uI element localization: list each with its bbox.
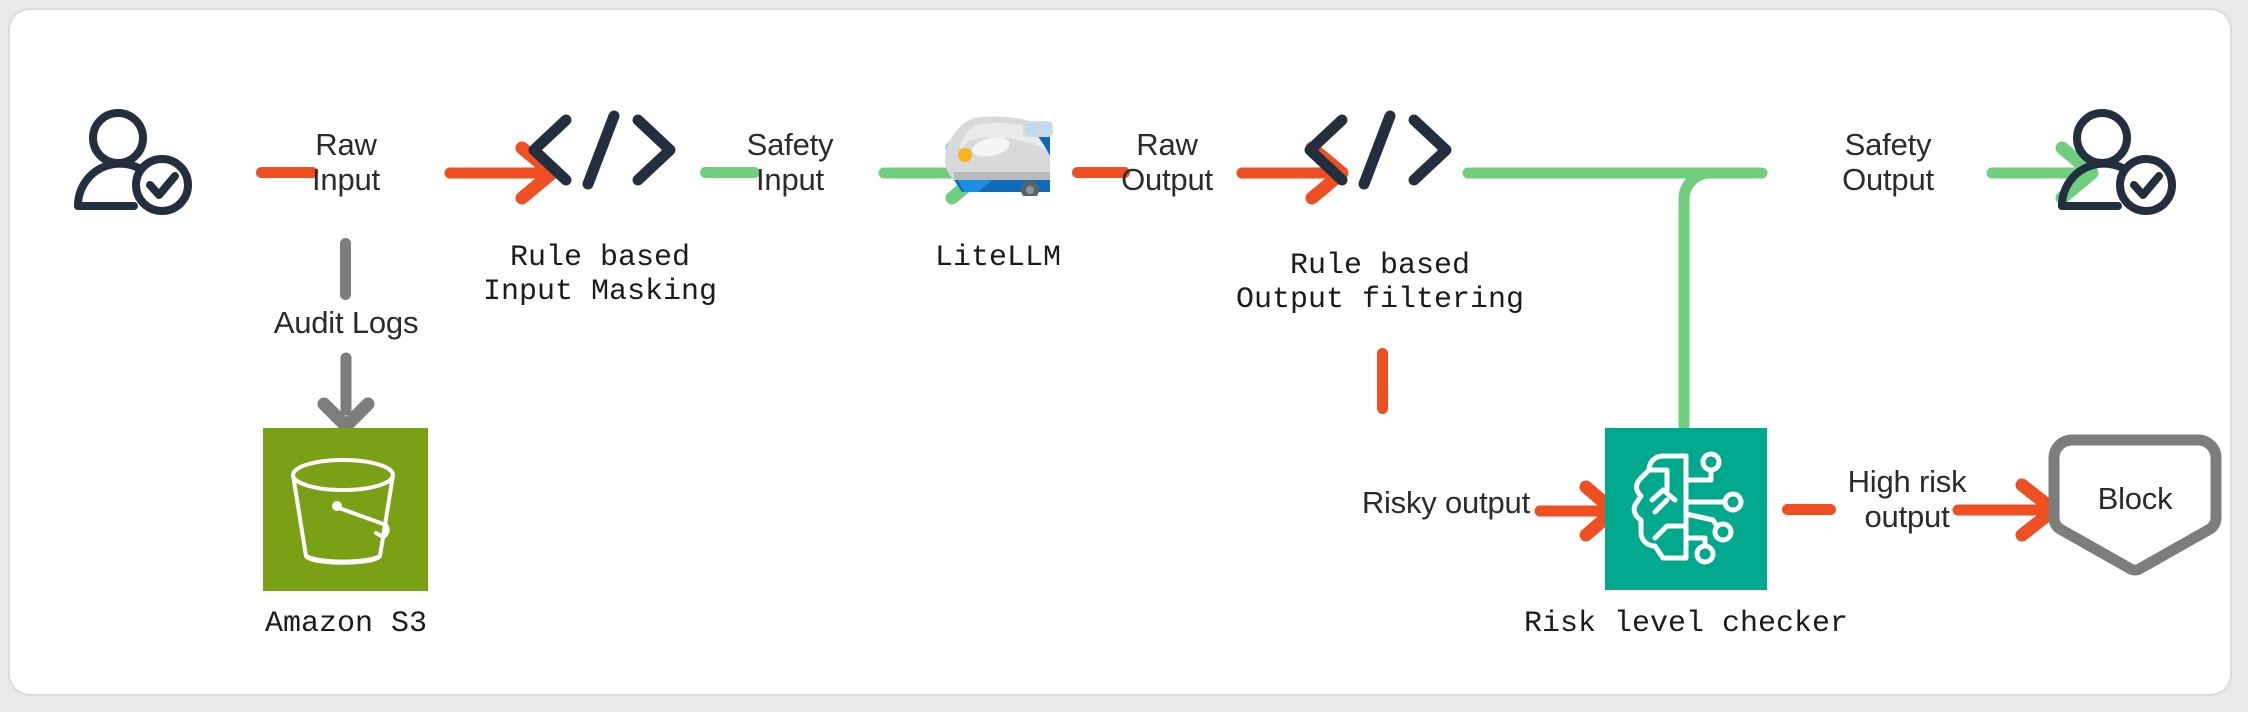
- arrow-audit-logs: [317, 352, 375, 433]
- edge-label-safety-output: Safety Output: [1842, 127, 1934, 197]
- caption-risk-level-checker: Risk level checker: [1523, 607, 1849, 641]
- code-brackets-icon-output-filtering: [1298, 110, 1458, 195]
- edge-label-raw-input: Raw Input: [312, 127, 380, 197]
- bullet-train-icon-litellm: [938, 110, 1058, 201]
- caption-amazon-s3: Amazon S3: [264, 607, 428, 641]
- s3-bucket-icon: [263, 428, 428, 591]
- brain-circuit-icon: [1605, 428, 1767, 590]
- user-verified-icon-output: [2056, 108, 2184, 223]
- edge-label-audit-logs: Audit Logs: [273, 305, 419, 340]
- edge-label-raw-output: Raw Output: [1121, 127, 1213, 197]
- user-verified-icon-input: [72, 108, 200, 223]
- caption-output-filtering: Rule based Output filtering: [1235, 249, 1525, 317]
- arrow-safety-output: [1986, 141, 2099, 205]
- connector-litellm-to-raw-output: [1072, 167, 1130, 178]
- connector-risk-to-high-risk: [1782, 504, 1836, 515]
- block-label: Block: [2097, 481, 2173, 516]
- edge-label-high-risk-output: High risk output: [1847, 464, 1967, 534]
- connector-audit-logs-stub: [340, 238, 351, 300]
- caption-litellm: LiteLLM: [934, 241, 1062, 275]
- diagram-canvas: Raw Input Rule based Input Masking Safet…: [8, 8, 2232, 696]
- connector-safe-output-branch: [1462, 167, 1768, 431]
- connector-masking-to-safety-input: [700, 167, 760, 178]
- edge-label-safety-input: Safety Input: [746, 127, 834, 197]
- code-brackets-icon-input-masking: [522, 110, 682, 195]
- caption-input-masking: Rule based Input Masking: [482, 241, 718, 309]
- connector-risky-output-stub: [1377, 348, 1388, 414]
- connector-user-to-raw-input: [256, 167, 318, 178]
- shield-icon-block: Block: [2042, 434, 2228, 583]
- edge-label-risky-output: Risky output: [1361, 485, 1530, 520]
